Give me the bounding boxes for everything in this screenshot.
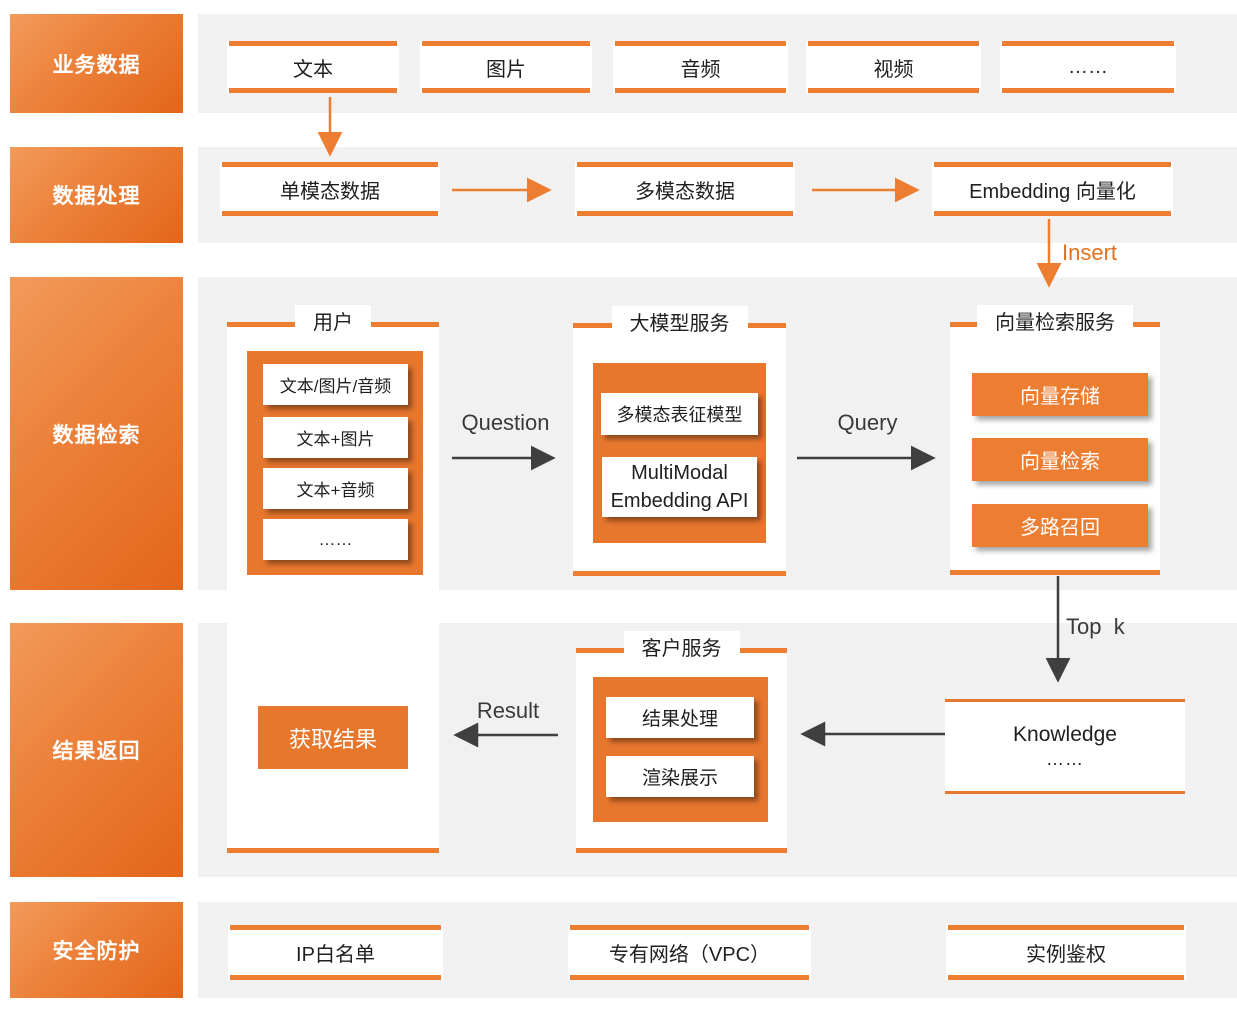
label-result: Result	[476, 698, 540, 723]
panel-result-bottombar	[227, 848, 439, 853]
row-label-security: 安全防护	[10, 902, 183, 998]
box-text: 文本	[227, 41, 399, 93]
vector-item-storage: 向量存储	[972, 373, 1148, 416]
box-ip-whitelist: IP白名单	[228, 925, 443, 980]
box-vpc: 专有网络（VPC）	[568, 925, 811, 980]
box-instance-auth: 实例鉴权	[946, 925, 1186, 980]
panel-client-inner: 结果处理 渲染展示	[593, 677, 768, 822]
panel-vector-bottombar	[950, 570, 1160, 575]
panel-llm-bottombar	[573, 571, 786, 576]
client-item-result-processing: 结果处理	[606, 697, 754, 738]
box-video: 视频	[806, 41, 981, 93]
vector-item-retrieval: 向量检索	[972, 438, 1148, 481]
label-top-k: Top k	[1066, 614, 1125, 639]
box-multi-modal-data: 多模态数据	[575, 162, 795, 216]
client-item-render-display: 渲染展示	[606, 756, 754, 797]
panel-client-title: 客户服务	[623, 631, 740, 668]
row-label-data-processing: 数据处理	[10, 147, 183, 243]
user-item-more: ……	[263, 519, 408, 560]
panel-user-inner: 文本/图片/音频 文本+图片 文本+音频 ……	[247, 351, 423, 575]
panel-client-service: 客户服务 结果处理 渲染展示	[576, 631, 787, 853]
box-image: 图片	[420, 41, 592, 93]
label-question: Question	[461, 410, 550, 435]
row-label-data-retrieval: 数据检索	[10, 277, 183, 590]
box-single-modal-data: 单模态数据	[220, 162, 440, 216]
box-knowledge: Knowledge ……	[945, 699, 1185, 794]
knowledge-line1: Knowledge	[1013, 723, 1117, 746]
row-label-result-return: 结果返回	[10, 623, 183, 877]
panel-client-bottombar	[576, 848, 787, 853]
box-more-modalities: ……	[1000, 41, 1176, 93]
llm-item-representation-model: 多模态表征模型	[601, 393, 758, 435]
label-insert: Insert	[1062, 240, 1118, 265]
llm-item-multimodal-embedding-api: MultiModal Embedding API	[602, 457, 757, 517]
row-label-business-data: 业务数据	[10, 14, 183, 113]
panel-user-title: 用户	[295, 305, 371, 342]
box-embedding-vectorization: Embedding 向量化	[932, 162, 1173, 216]
panel-result: 获取结果	[227, 623, 439, 853]
vector-item-multi-recall: 多路召回	[972, 504, 1148, 547]
panel-llm-title: 大模型服务	[611, 306, 748, 343]
box-audio: 音频	[613, 41, 788, 93]
panel-vector-service: 向量检索服务 向量存储 向量检索 多路召回	[950, 305, 1160, 575]
box-get-result: 获取结果	[258, 706, 408, 769]
knowledge-line2: ……	[1046, 749, 1084, 769]
panel-llm-service: 大模型服务 多模态表征模型 MultiModal Embedding API	[573, 306, 786, 576]
user-item-text-image: 文本+图片	[263, 417, 408, 458]
user-item-text-audio: 文本+音频	[263, 468, 408, 509]
panel-user: 用户 文本/图片/音频 文本+图片 文本+音频 ……	[227, 305, 439, 590]
panel-llm-inner: 多模态表征模型 MultiModal Embedding API	[593, 363, 766, 543]
panel-vector-title: 向量检索服务	[977, 305, 1133, 342]
label-query: Query	[837, 410, 898, 435]
user-item-text-image-audio: 文本/图片/音频	[263, 364, 408, 405]
